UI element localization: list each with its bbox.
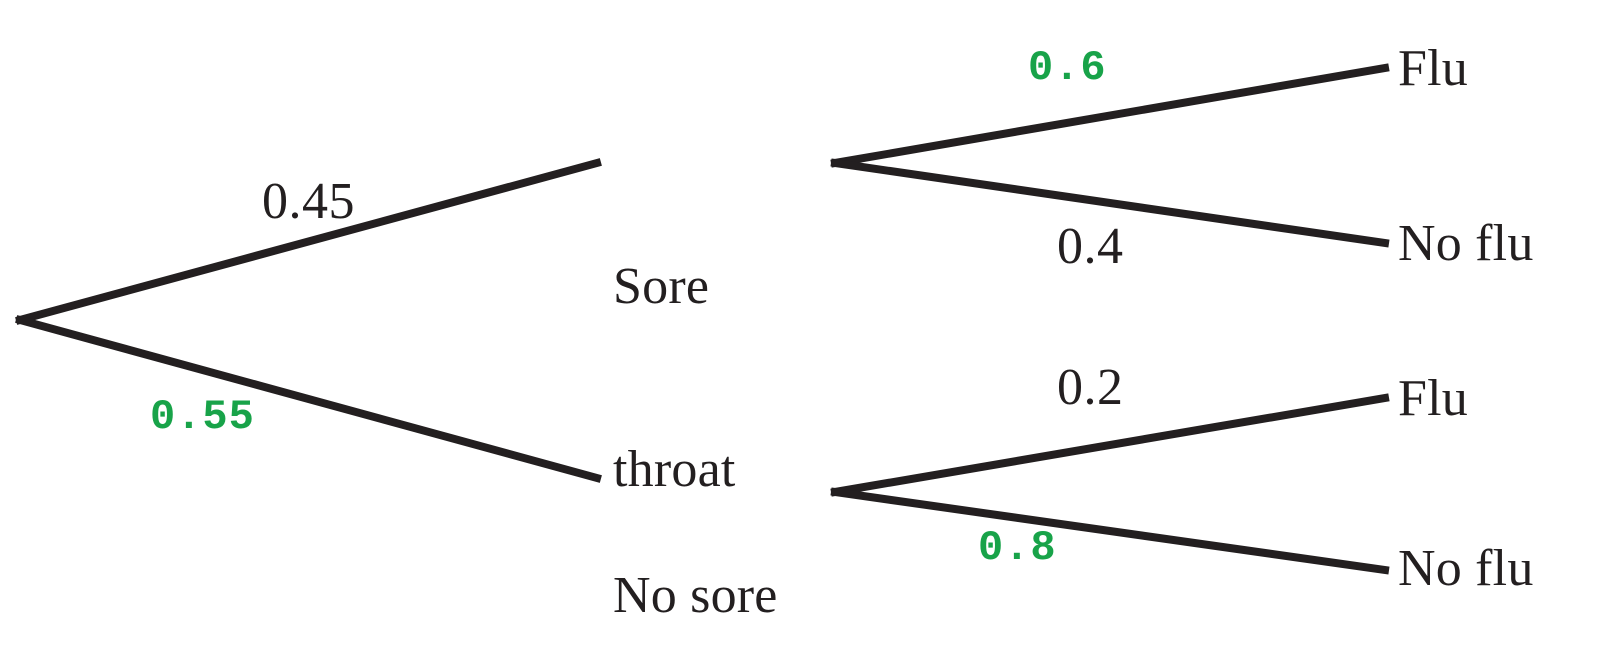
branch-line-noflu-given-nosore — [830, 487, 1390, 575]
probability-label-flu-given-sore: 0.6 — [1028, 44, 1107, 92]
probability-label-noflu-given-sore: 0.4 — [1057, 218, 1124, 275]
probability-label-sore: 0.45 — [262, 173, 355, 230]
branch-line-flu-given-nosore — [830, 393, 1390, 497]
node-label-no-sore-throat: No sore throat — [613, 443, 778, 666]
branch-line-no-sore — [15, 315, 602, 483]
branch-line-sore — [15, 158, 602, 325]
probability-label-no-sore: 0.55 — [150, 393, 255, 441]
node-label-sore-throat: Sore throat — [613, 134, 736, 622]
branch-line-noflu-given-sore — [830, 158, 1390, 248]
leaf-label-flu-given-nosore: Flu — [1398, 370, 1468, 427]
branch-line-flu-given-sore — [830, 63, 1390, 168]
probability-label-noflu-given-nosore: 0.8 — [978, 524, 1057, 572]
leaf-label-noflu-given-sore: No flu — [1398, 215, 1534, 272]
node-label-no-sore-throat-line1: No sore — [613, 567, 778, 624]
node-label-sore-throat-line1: Sore — [613, 258, 710, 315]
probability-label-flu-given-nosore: 0.2 — [1057, 359, 1124, 416]
node-label-sore-throat-line2: throat — [613, 441, 736, 498]
leaf-label-flu-given-sore: Flu — [1398, 40, 1468, 97]
leaf-label-noflu-given-nosore: No flu — [1398, 540, 1534, 597]
